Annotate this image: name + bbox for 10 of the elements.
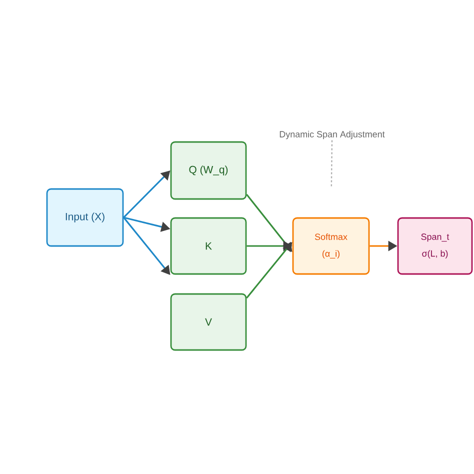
process-box: V bbox=[170, 293, 247, 351]
process-box: Span_t σ(L, b) bbox=[397, 217, 473, 275]
process-box: Q (W_q) bbox=[170, 141, 247, 200]
process-box: Input (X) bbox=[46, 188, 124, 247]
annotation-text: Dynamic Span Adjustment bbox=[280, 130, 385, 140]
process-box: Softmax (α_i) bbox=[292, 217, 370, 275]
leader-line bbox=[330, 140, 333, 188]
arrow bbox=[246, 242, 292, 298]
process-box: K bbox=[170, 217, 247, 275]
arrow bbox=[123, 217, 170, 275]
